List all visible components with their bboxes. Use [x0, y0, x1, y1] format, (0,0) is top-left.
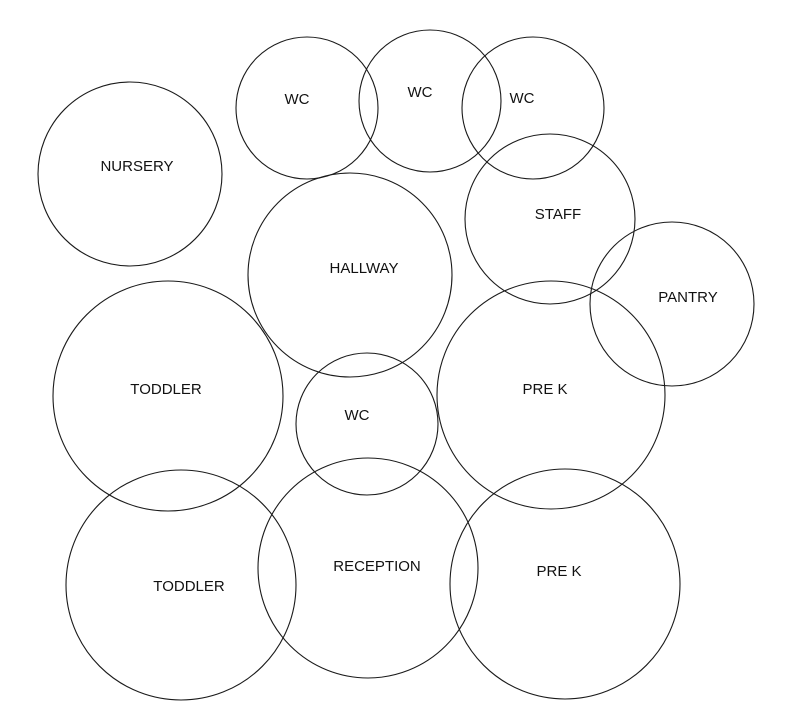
- room-label-pre-k-1: PRE K: [522, 381, 567, 398]
- room-wc-2: WC: [358, 29, 502, 173]
- room-hallway: HALLWAY: [247, 172, 453, 378]
- room-label-hallway: HALLWAY: [330, 260, 399, 277]
- room-staff: STAFF: [464, 133, 636, 305]
- room-pre-k-1: PRE K: [436, 280, 666, 510]
- room-circle-staff: [464, 133, 636, 305]
- room-pre-k-2: PRE K: [449, 468, 681, 700]
- room-label-wc-4: WC: [345, 407, 370, 424]
- room-label-staff: STAFF: [535, 206, 581, 223]
- room-circle-toddler-2: [65, 469, 297, 701]
- room-label-wc-2: WC: [408, 84, 433, 101]
- room-pantry: PANTRY: [589, 221, 755, 387]
- room-circle-wc-4: [295, 352, 439, 496]
- room-circle-hallway: [247, 172, 453, 378]
- room-reception: RECEPTION: [257, 457, 479, 679]
- room-circle-pantry: [589, 221, 755, 387]
- room-nursery: NURSERY: [37, 81, 223, 267]
- room-wc-1: WC: [235, 36, 379, 180]
- room-circle-reception: [257, 457, 479, 679]
- room-label-wc-3: WC: [510, 90, 535, 107]
- room-circle-toddler-1: [52, 280, 284, 512]
- room-circle-pre-k-2: [449, 468, 681, 700]
- room-label-toddler-1: TODDLER: [130, 381, 202, 398]
- room-label-reception: RECEPTION: [333, 558, 421, 575]
- room-label-nursery: NURSERY: [100, 158, 173, 175]
- room-circle-wc-1: [235, 36, 379, 180]
- room-circle-nursery: [37, 81, 223, 267]
- room-wc-3: WC: [461, 36, 605, 180]
- room-toddler-2: TODDLER: [65, 469, 297, 701]
- room-circle-wc-2: [358, 29, 502, 173]
- room-label-pre-k-2: PRE K: [536, 563, 581, 580]
- room-label-pantry: PANTRY: [658, 289, 717, 306]
- room-label-toddler-2: TODDLER: [153, 578, 225, 595]
- room-circle-pre-k-1: [436, 280, 666, 510]
- room-wc-4: WC: [295, 352, 439, 496]
- room-circle-wc-3: [461, 36, 605, 180]
- room-toddler-1: TODDLER: [52, 280, 284, 512]
- room-label-wc-1: WC: [285, 91, 310, 108]
